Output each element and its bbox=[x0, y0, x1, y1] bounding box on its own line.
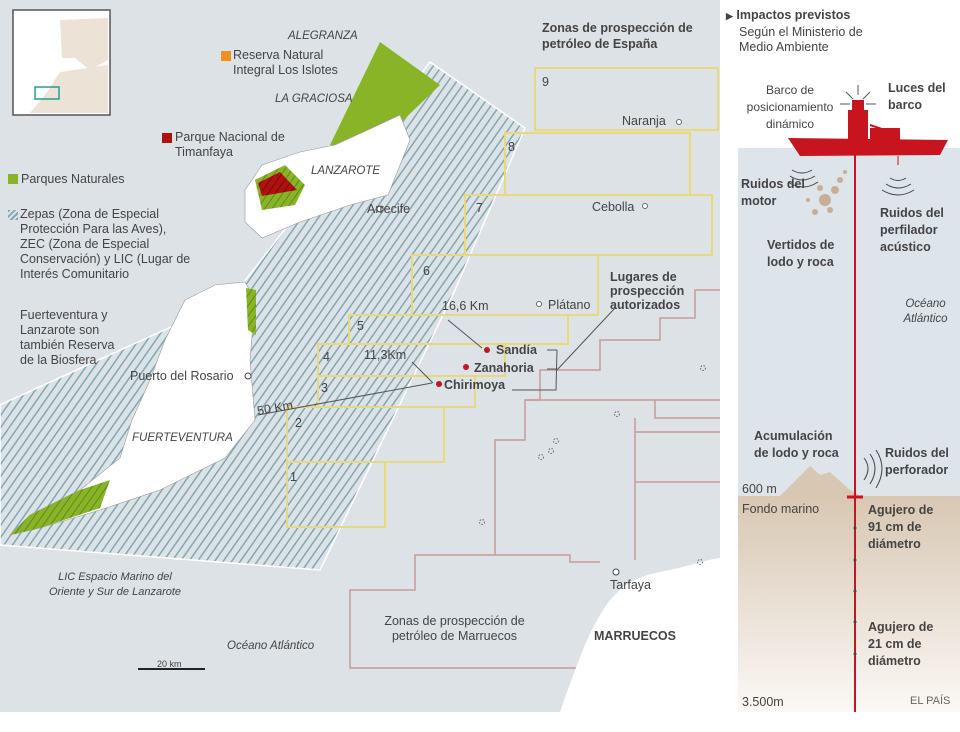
prospect-chirimoya: Chirimoya bbox=[444, 378, 506, 392]
label-vertidos: Vertidos de lodo y roca bbox=[767, 238, 835, 269]
label-arrecife: Arrecife bbox=[367, 202, 411, 216]
label-600m: 600 m bbox=[742, 482, 777, 496]
timanfaya bbox=[258, 172, 297, 196]
prospect-naranja: Naranja bbox=[622, 114, 666, 128]
label-marruecos: MARRUECOS bbox=[594, 629, 676, 643]
park-swatch bbox=[8, 174, 18, 184]
lic-label: LIC Espacio Marino del Oriente y Sur de … bbox=[48, 571, 182, 598]
prospect-zanahoria: Zanahoria bbox=[474, 361, 534, 375]
reserve-swatch bbox=[221, 51, 231, 61]
drilling-diagram bbox=[738, 85, 960, 712]
label-fondo: Fondo marino bbox=[742, 502, 820, 516]
spain-blocks bbox=[286, 67, 719, 528]
label-alegranza: ALEGRANZA bbox=[288, 30, 358, 42]
panel-title: ▶ Impactos previstos bbox=[726, 8, 850, 24]
prospect-platano: Plátano bbox=[548, 298, 591, 312]
spain-zones-title: Zonas de prospección de petróleo de Espa… bbox=[542, 21, 693, 51]
block-1: 1 bbox=[290, 470, 297, 484]
distance-arrows bbox=[257, 307, 616, 416]
label-oceano: Océano Atlántico bbox=[903, 298, 948, 325]
legend-parques: Parques Naturales bbox=[8, 172, 125, 187]
lights-icon bbox=[840, 85, 876, 105]
morocco-zones-label: Zonas de prospección de petróleo de Marr… bbox=[384, 614, 525, 643]
lanzarote-island bbox=[244, 114, 411, 239]
block-4: 4 bbox=[323, 350, 330, 364]
debris bbox=[806, 170, 847, 215]
block-3: 3 bbox=[321, 381, 328, 395]
label-lanzarote: LANZAROTE bbox=[311, 165, 381, 177]
sound-waves bbox=[787, 169, 915, 489]
label-perforador: Ruidos del perforador bbox=[885, 446, 949, 477]
block-2: 2 bbox=[295, 416, 302, 430]
morocco-zones bbox=[349, 289, 720, 669]
legend-timanfaya-text: Parque Nacional de Timanfaya bbox=[175, 130, 285, 159]
label-ocean: Océano Atlántico bbox=[227, 640, 315, 652]
label-barco: Barco de posicionamiento dinámico bbox=[746, 83, 834, 131]
label-graciosa: LA GRACIOSA bbox=[275, 93, 353, 105]
legend-reserva-text: Reserva Natural Integral Los Islotes bbox=[233, 48, 338, 77]
park-jandia bbox=[10, 480, 110, 535]
label-puerto-rosario: Puerto del Rosario bbox=[130, 369, 234, 383]
legend-biosfera: Fuerteventura y Lanzarote son también Re… bbox=[20, 308, 115, 367]
label-motor: Ruidos del motor bbox=[741, 177, 805, 208]
scale-label: 20 km bbox=[157, 659, 182, 669]
inset-map bbox=[12, 9, 111, 116]
prospect-markers bbox=[244, 119, 706, 576]
hatch-swatch bbox=[8, 210, 18, 220]
label-agujero-91: Agujero de 91 cm de diámetro bbox=[868, 503, 934, 551]
credit: EL PAÍS bbox=[910, 695, 951, 707]
morocco-land bbox=[560, 558, 720, 712]
label-tarfaya: Tarfaya bbox=[610, 578, 651, 592]
authorized-label: Lugares de prospección autorizados bbox=[610, 270, 685, 312]
label-fuerteventura: FUERTEVENTURA bbox=[132, 432, 233, 444]
map-graphic bbox=[0, 9, 720, 712]
block-5: 5 bbox=[357, 319, 364, 333]
map: Zonas de prospección de petróleo de Espa… bbox=[0, 0, 720, 712]
block-8: 8 bbox=[508, 140, 515, 154]
panel-subtitle: Según el Ministerio de Medio Ambiente bbox=[739, 25, 863, 54]
legend-zepas-text: Zepas (Zona de Especial Protección Para … bbox=[20, 207, 191, 281]
ship bbox=[788, 100, 948, 156]
distance-11-3: 11,3Km bbox=[364, 348, 407, 362]
park-corralejo bbox=[246, 288, 256, 335]
prospect-cebolla: Cebolla bbox=[592, 200, 635, 214]
bullet-icon: ▶ bbox=[726, 11, 733, 21]
block-9: 9 bbox=[542, 75, 549, 89]
legend-reserva: Reserva Natural Integral Los Islotes bbox=[221, 48, 351, 78]
distance-16-6: 16,6 Km bbox=[442, 299, 489, 313]
block-6: 6 bbox=[423, 264, 430, 278]
label-luces: Luces del barco bbox=[888, 81, 946, 112]
impacts-panel: ▶ Impactos previstos Según el Ministerio… bbox=[720, 0, 960, 712]
label-acumulacion: Acumulación de lodo y roca bbox=[754, 429, 839, 460]
legend-timanfaya: Parque Nacional de Timanfaya bbox=[162, 130, 287, 160]
national-park-swatch bbox=[162, 133, 172, 143]
legend-zepas: Zepas (Zona de Especial Protección Para … bbox=[8, 207, 193, 282]
legend-parques-text: Parques Naturales bbox=[21, 172, 125, 186]
label-3500m: 3.500m bbox=[742, 695, 784, 709]
prospect-sandia: Sandía bbox=[496, 343, 537, 357]
label-agujero-21: Agujero de 21 cm de diámetro bbox=[868, 620, 934, 668]
park-chinijo bbox=[330, 42, 440, 150]
block-7: 7 bbox=[476, 201, 483, 215]
label-perfilador: Ruidos del perfilador acústico bbox=[880, 206, 944, 254]
panel-title-text: Impactos previstos bbox=[736, 8, 851, 22]
